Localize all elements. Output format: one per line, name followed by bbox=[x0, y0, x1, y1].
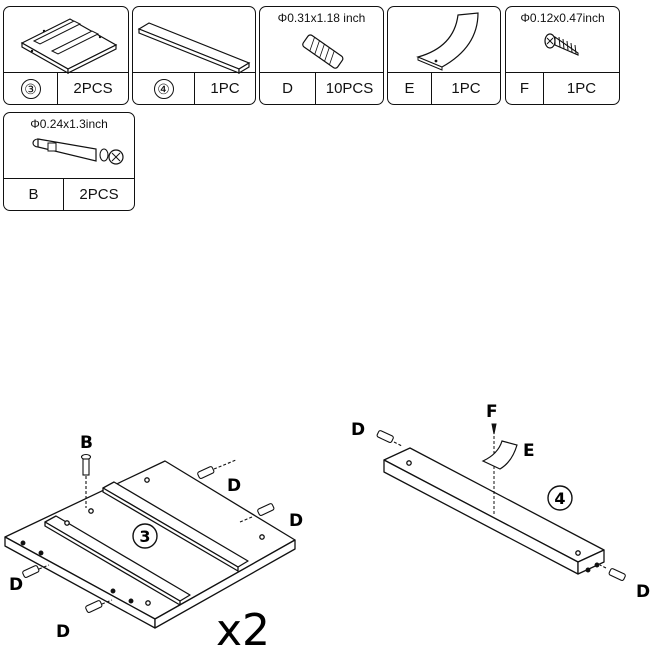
part-dimension-d: Φ0.31x1.18 inch bbox=[277, 11, 366, 25]
cam-bolt-b-icon bbox=[80, 453, 92, 508]
callout-d-1: D bbox=[227, 476, 241, 496]
callout-d-4: D bbox=[56, 622, 70, 642]
callout-d-2: D bbox=[289, 511, 303, 531]
callout-b: B bbox=[80, 433, 93, 453]
part-card-4: ④ 1PC bbox=[132, 6, 256, 105]
board-assembly bbox=[383, 447, 605, 575]
callout-f: F bbox=[486, 402, 498, 422]
part-qty-f: 1PC bbox=[566, 80, 597, 97]
part-id-e: E bbox=[388, 73, 432, 104]
part-dimension-b: Φ0.24x1.3inch bbox=[30, 117, 108, 131]
board-dowel-d-icons bbox=[376, 430, 626, 581]
panel-number-label: 3 bbox=[139, 527, 150, 546]
quantity-multiplier: x2 bbox=[216, 605, 270, 653]
part-card-3: ③ 2PCS bbox=[3, 6, 129, 105]
part-id-b: B bbox=[4, 179, 64, 210]
part-qty-e: 1PC bbox=[451, 80, 481, 97]
part-card-b: Φ0.24x1.3inch B 2PCS bbox=[3, 112, 135, 211]
callout-d-6: D bbox=[636, 582, 650, 602]
part-qty-3: 2PCS bbox=[73, 80, 113, 97]
part-id-f: F bbox=[506, 73, 544, 104]
part-card-d: Φ0.31x1.18 inch D 10PCS bbox=[259, 6, 384, 105]
dowel-icon bbox=[302, 34, 344, 69]
callout-e: E bbox=[523, 441, 535, 461]
assembly-diagram: 3 B D D D D x2 4 F E bbox=[4, 402, 650, 653]
cam-bolt-icon bbox=[32, 138, 124, 165]
panel-icon bbox=[20, 18, 118, 75]
callout-d-3: D bbox=[9, 575, 23, 595]
part-id-4: ④ bbox=[153, 78, 174, 99]
bracket-icon bbox=[416, 12, 479, 71]
part-qty-b: 2PCS bbox=[79, 186, 119, 203]
callout-d-5: D bbox=[351, 420, 365, 440]
part-qty-d: 10PCS bbox=[325, 80, 374, 97]
part-id-d: D bbox=[260, 73, 316, 104]
part-qty-4: 1PC bbox=[210, 80, 240, 97]
part-id-3: ③ bbox=[20, 78, 41, 99]
screw-f-icon bbox=[491, 423, 497, 514]
bracket-e-icon bbox=[481, 440, 518, 470]
board-icon bbox=[137, 22, 251, 75]
part-card-e: E 1PC bbox=[387, 6, 501, 105]
part-card-f: Φ0.12x0.47inch F 1PC bbox=[505, 6, 620, 105]
dowel-d-icons bbox=[22, 459, 275, 613]
screw-icon bbox=[544, 33, 579, 56]
part-dimension-f: Φ0.12x0.47inch bbox=[520, 11, 605, 25]
board-number-label: 4 bbox=[554, 489, 565, 508]
